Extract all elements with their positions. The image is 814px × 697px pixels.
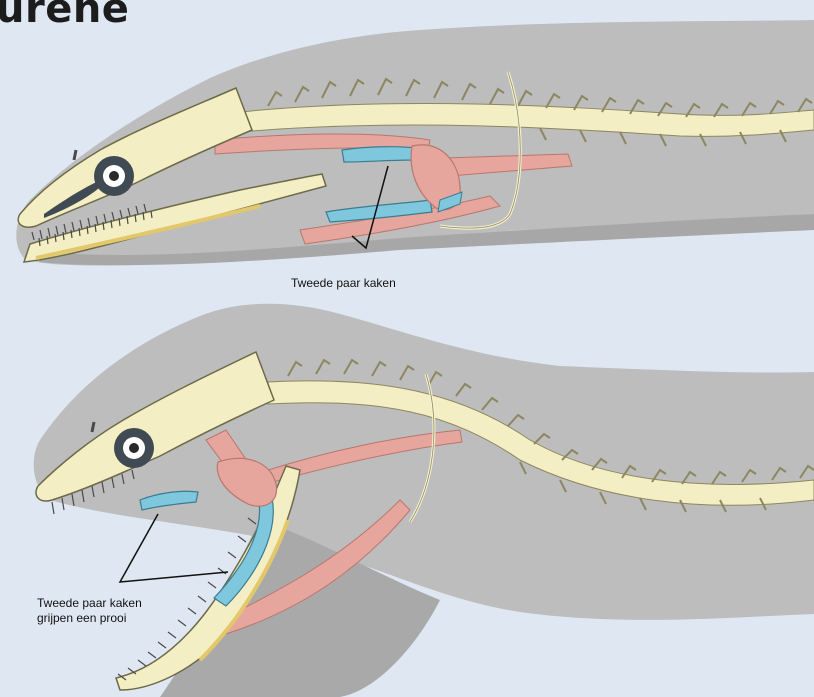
top-pupil — [109, 171, 119, 181]
bottom-label-line1: Tweede paar kaken — [37, 596, 142, 611]
page-title: urene — [0, 0, 129, 32]
bottom-pupil — [129, 443, 139, 453]
bottom-eel — [34, 304, 814, 697]
bottom-eel-body — [34, 304, 814, 620]
bottom-nostril — [92, 422, 94, 432]
top-nostril — [74, 150, 76, 160]
top-label: Tweede paar kaken — [291, 276, 396, 291]
top-eel — [16, 20, 814, 266]
top-pharyngeal-upper — [342, 147, 416, 162]
top-label-text: Tweede paar kaken — [291, 276, 396, 291]
bottom-label: Tweede paar kaken grijpen een prooi — [37, 596, 142, 626]
bottom-label-line2: grijpen een prooi — [37, 611, 142, 626]
